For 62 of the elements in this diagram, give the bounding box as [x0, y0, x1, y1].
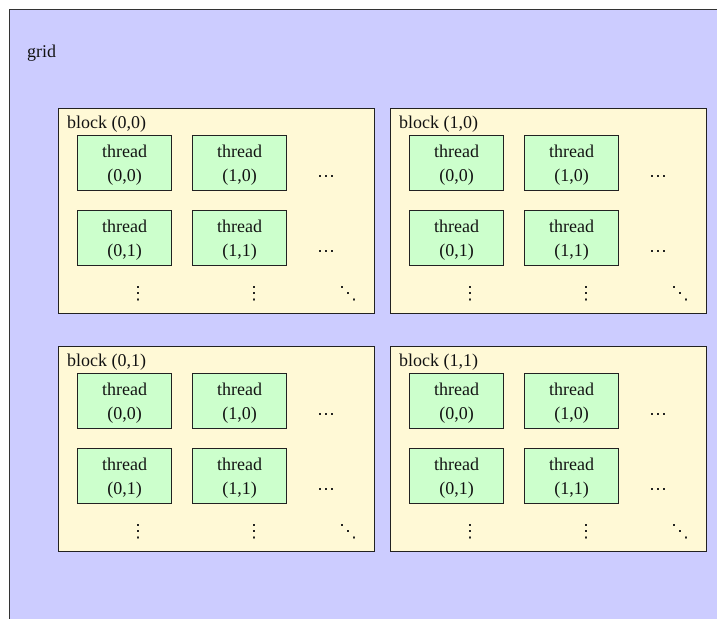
thread-box [77, 210, 172, 266]
block-box [58, 346, 375, 552]
thread-box [192, 448, 287, 504]
thread-label: thread (1,0) [548, 378, 595, 425]
thread-label: thread (1,0) [548, 140, 595, 187]
thread-box [409, 373, 504, 429]
ellipsis-mark: ⋮ [461, 283, 479, 303]
ellipsis-mark: ⋯ [317, 241, 335, 261]
thread-box [409, 448, 504, 504]
block-label: block (0,1) [67, 349, 146, 371]
ellipsis-mark: ⋱ [671, 283, 689, 303]
thread-label: thread (0,1) [433, 453, 480, 500]
thread-box [409, 135, 504, 191]
block-label: block (1,1) [399, 349, 478, 371]
ellipsis-mark: ⋱ [339, 283, 357, 303]
thread-box [77, 448, 172, 504]
thread-label: thread (0,1) [101, 215, 148, 262]
thread-label: thread (0,0) [433, 140, 480, 187]
ellipsis-mark: ⋯ [317, 404, 335, 424]
ellipsis-mark: ⋯ [649, 404, 667, 424]
thread-label: thread (1,0) [216, 140, 263, 187]
ellipsis-mark: ⋮ [245, 521, 263, 541]
thread-box [192, 210, 287, 266]
block-box [58, 108, 375, 314]
ellipsis-mark: ⋱ [339, 521, 357, 541]
ellipsis-mark: ⋮ [129, 283, 147, 303]
ellipsis-mark: ⋱ [671, 521, 689, 541]
thread-box [524, 448, 619, 504]
thread-label: thread (1,0) [216, 378, 263, 425]
thread-label: thread (0,0) [101, 140, 148, 187]
thread-label: thread (1,1) [216, 453, 263, 500]
thread-label: thread (1,1) [548, 453, 595, 500]
ellipsis-mark: ⋮ [577, 521, 595, 541]
block-box [390, 346, 707, 552]
thread-label: thread (0,0) [433, 378, 480, 425]
ellipsis-mark: ⋯ [649, 479, 667, 499]
thread-box [524, 135, 619, 191]
block-box [390, 108, 707, 314]
thread-label: thread (1,1) [548, 215, 595, 262]
thread-label: thread (0,0) [101, 378, 148, 425]
thread-box [77, 135, 172, 191]
thread-box [524, 210, 619, 266]
thread-label: thread (0,1) [433, 215, 480, 262]
thread-box [192, 373, 287, 429]
thread-box [524, 373, 619, 429]
ellipsis-mark: ⋮ [129, 521, 147, 541]
ellipsis-mark: ⋮ [245, 283, 263, 303]
ellipsis-mark: ⋯ [649, 241, 667, 261]
thread-box [77, 373, 172, 429]
thread-box [409, 210, 504, 266]
thread-label: thread (1,1) [216, 215, 263, 262]
ellipsis-mark: ⋯ [649, 166, 667, 186]
block-label: block (1,0) [399, 111, 478, 133]
grid-label: grid [27, 40, 56, 62]
ellipsis-mark: ⋮ [577, 283, 595, 303]
ellipsis-mark: ⋯ [317, 166, 335, 186]
thread-box [192, 135, 287, 191]
block-label: block (0,0) [67, 111, 146, 133]
ellipsis-mark: ⋯ [317, 479, 335, 499]
ellipsis-mark: ⋮ [461, 521, 479, 541]
grid-panel [9, 9, 717, 619]
thread-label: thread (0,1) [101, 453, 148, 500]
